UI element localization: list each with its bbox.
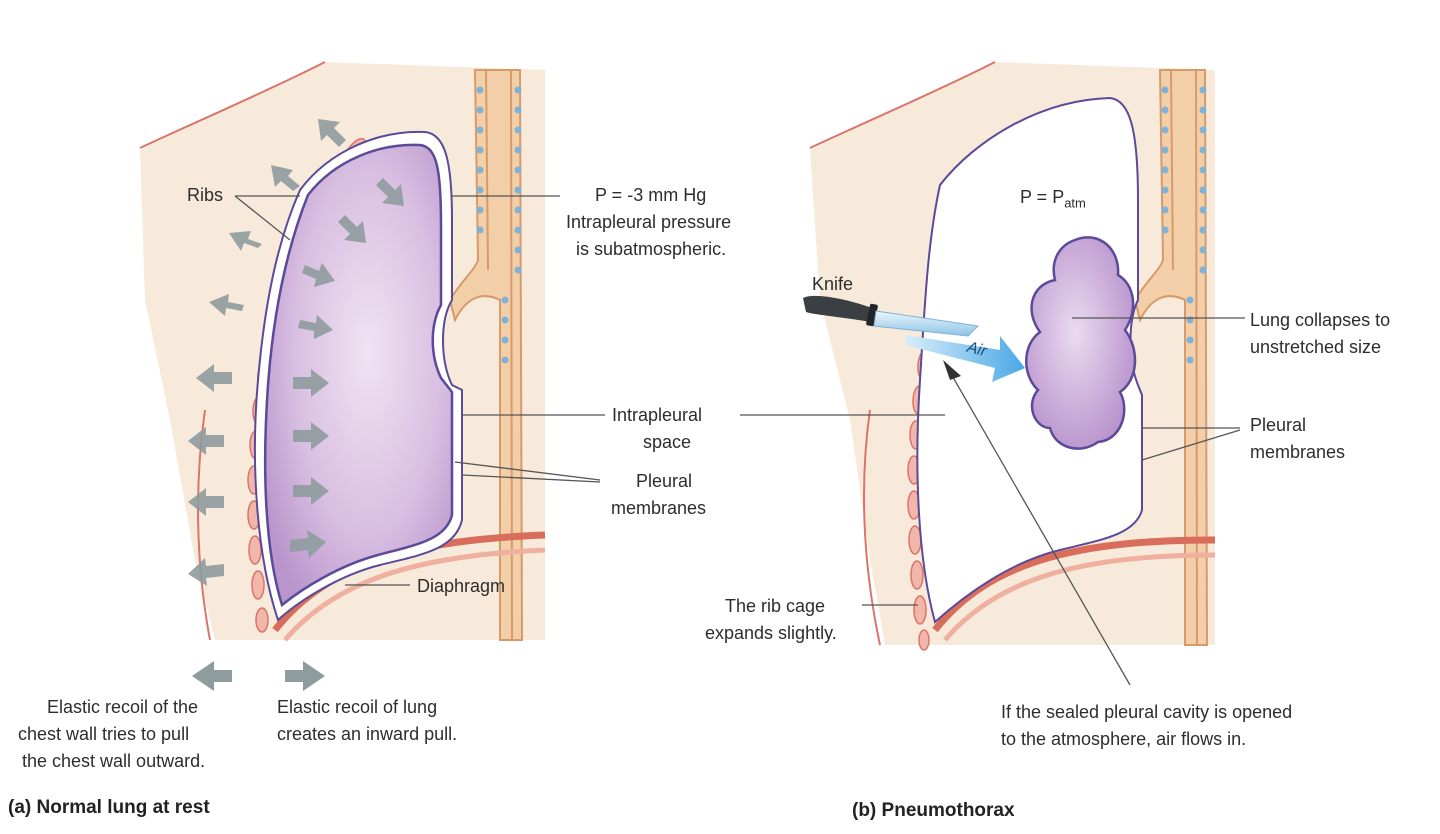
legend-chest-wall-3: the chest wall outward. — [22, 751, 206, 771]
legend-chest-wall-1: Elastic recoil of the — [47, 697, 199, 717]
panel-a-graphics — [139, 61, 605, 691]
label-knife: Knife — [812, 274, 854, 294]
label-pressure-b: P = Patm — [1020, 187, 1086, 211]
skin-line-a — [139, 61, 326, 149]
label-diaphragm: Diaphragm — [417, 576, 506, 596]
label-collapse-1: Lung collapses to — [1250, 310, 1391, 330]
panel-b-graphics — [740, 61, 1245, 686]
label-intrapleural-1: Intrapleural — [612, 405, 703, 425]
label-intrapleural-2: space — [643, 432, 692, 452]
label-opened-1: If the sealed pleural cavity is opened — [1001, 702, 1293, 722]
leader-lines-b — [740, 317, 1245, 686]
collapsed-lung-b — [1025, 236, 1137, 450]
knife — [803, 295, 980, 337]
chest-wall-recoil-arrows — [188, 119, 346, 586]
legend-lung-2: creates an inward pull. — [277, 724, 458, 744]
caption-panel-a: (a) Normal lung at rest — [8, 797, 210, 818]
label-pleural-membranes-b-1: Pleural — [1250, 415, 1307, 435]
air-arrow — [905, 335, 1025, 382]
caption-panel-b: (b) Pneumothorax — [852, 800, 1015, 821]
label-pressure-a: P = -3 mm Hg — [595, 185, 707, 205]
leader-lines-a — [234, 195, 605, 586]
lung-recoil-arrows — [290, 178, 404, 558]
label-pleural-membranes-b-2: membranes — [1250, 442, 1346, 462]
label-pressure-b-prefix: P = P — [1020, 187, 1065, 207]
label-rib-cage-1: The rib cage — [725, 596, 826, 616]
label-pressure-desc-1: Intrapleural pressure — [566, 212, 732, 232]
inflow-arrowhead — [943, 360, 961, 380]
label-rib-cage-2: expands slightly. — [705, 623, 837, 643]
skin-line-b — [809, 61, 996, 149]
label-collapse-2: unstretched size — [1250, 337, 1382, 357]
label-pleural-membranes-a-2: membranes — [611, 498, 707, 518]
diaphragm-b — [932, 536, 1216, 633]
label-pressure-desc-2: is subatmospheric. — [576, 239, 727, 259]
legend-chest-wall-2: chest wall tries to pull — [18, 724, 190, 744]
label-opened-2: to the atmosphere, air flows in. — [1001, 729, 1247, 749]
airway-a — [448, 69, 524, 641]
label-ribs: Ribs — [187, 185, 224, 205]
label-pressure-b-sub: atm — [1064, 195, 1086, 211]
legend-arrow-inward — [285, 661, 325, 691]
airway-b — [1133, 69, 1209, 646]
label-pleural-membranes-a-1: Pleural — [636, 471, 693, 491]
legend-lung-1: Elastic recoil of lung — [277, 697, 438, 717]
legend-arrow-outward — [192, 661, 232, 691]
